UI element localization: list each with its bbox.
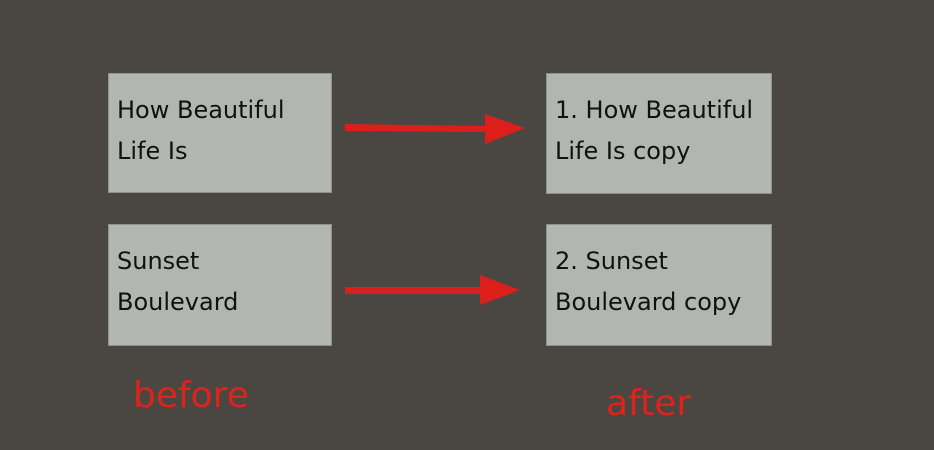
after-card-1-line-2: Life Is copy [555,137,691,165]
before-caption: before [133,375,249,416]
before-card-1-line-2: Life Is [117,137,188,165]
after-caption: after [606,383,692,424]
after-card-2-line-1: 2. Sunset [555,247,668,275]
before-card-2-line-2: Boulevard [117,288,239,316]
after-card-1: 1. How Beautiful Life Is copy [546,73,772,194]
before-card-2: Sunset Boulevard [108,224,332,346]
arrow-icon-top [345,114,525,144]
before-card-2-line-1: Sunset [117,247,200,275]
after-card-1-line-1: 1. How Beautiful [555,96,754,124]
before-card-1-line-1: How Beautiful [117,96,285,124]
after-card-2-line-2: Boulevard copy [555,288,742,316]
arrow-icon-bottom [345,275,520,305]
before-card-1: How Beautiful Life Is [108,73,332,193]
after-card-2: 2. Sunset Boulevard copy [546,224,772,346]
